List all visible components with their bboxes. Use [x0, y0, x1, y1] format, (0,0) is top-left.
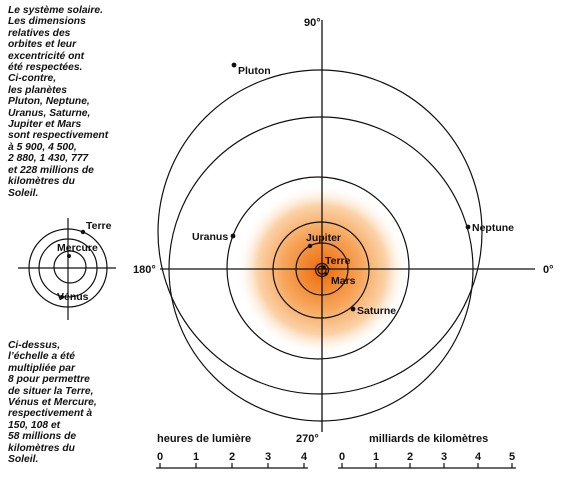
caption-top: Le système solaire. Les dimensions relat… — [8, 5, 109, 199]
caption-bottom: Ci-dessus, l’échelle a été multipliée pa… — [8, 340, 97, 466]
scale-light-hours-tick: 3 — [265, 451, 271, 463]
jupiter-dot — [307, 243, 313, 249]
scale-billion-km-tick: 0 — [339, 451, 345, 463]
orbit-pluton — [157, 69, 483, 395]
scale-light-hours-tick: 1 — [193, 451, 199, 463]
inset-label-mercure: Mercure — [57, 242, 98, 254]
inset-label-venus: Vénus — [57, 291, 89, 303]
scale-billion-km-title: milliards de kilomètres — [369, 433, 488, 445]
inset-orbit-venus — [38, 238, 98, 298]
neptune-dot — [465, 224, 471, 230]
inset-inner-planets: Terre Mercure Vénus — [18, 218, 116, 320]
label-pluton: Pluton — [238, 65, 271, 77]
inset-venus-dot — [60, 295, 64, 299]
scale-billion-km: milliards de kilomètres 0 1 2 3 4 5 — [338, 433, 516, 469]
scale-light-hours-tick: 0 — [157, 451, 163, 463]
label-saturne: Saturne — [357, 305, 396, 317]
scale-billion-km-tick: 4 — [475, 451, 482, 463]
angle-180: 180° — [133, 264, 156, 276]
label-terre: Terre — [325, 255, 351, 267]
scale-light-hours-tick: 4 — [301, 451, 308, 463]
label-mars: Mars — [331, 275, 356, 287]
angle-0: 0° — [543, 264, 554, 276]
scale-light-hours: heures de lumière 0 1 2 3 4 — [156, 433, 308, 469]
inset-mercure-dot — [67, 254, 71, 258]
inset-terre-dot — [80, 229, 86, 235]
orbit-saturne — [272, 221, 370, 319]
scale-billion-km-tick: 5 — [509, 451, 515, 463]
saturne-dot — [350, 306, 356, 312]
orbit-mars — [314, 262, 330, 278]
orbit-jupiter — [295, 242, 349, 296]
label-uranus: Uranus — [192, 231, 228, 243]
uranus-dot — [230, 233, 236, 239]
orbit-terre — [317, 265, 327, 275]
mars-dot — [324, 272, 328, 276]
scale-billion-km-tick: 1 — [373, 451, 379, 463]
terre-dot — [322, 265, 326, 269]
scale-billion-km-tick: 2 — [407, 451, 413, 463]
scale-light-hours-tick: 2 — [229, 451, 235, 463]
scale-light-hours-title: heures de lumière — [157, 433, 251, 445]
label-jupiter: Jupiter — [306, 232, 341, 244]
angle-270: 270° — [296, 433, 319, 445]
inset-orbit-mercure — [53, 250, 87, 284]
orbit-neptune — [168, 116, 474, 422]
inset-orbit-terre — [28, 228, 108, 308]
angle-90: 90° — [304, 17, 321, 29]
orbit-uranus — [226, 176, 410, 360]
pluton-dot — [231, 62, 237, 68]
label-neptune: Neptune — [472, 222, 514, 234]
scale-billion-km-tick: 3 — [441, 451, 447, 463]
inset-label-terre: Terre — [86, 220, 112, 232]
